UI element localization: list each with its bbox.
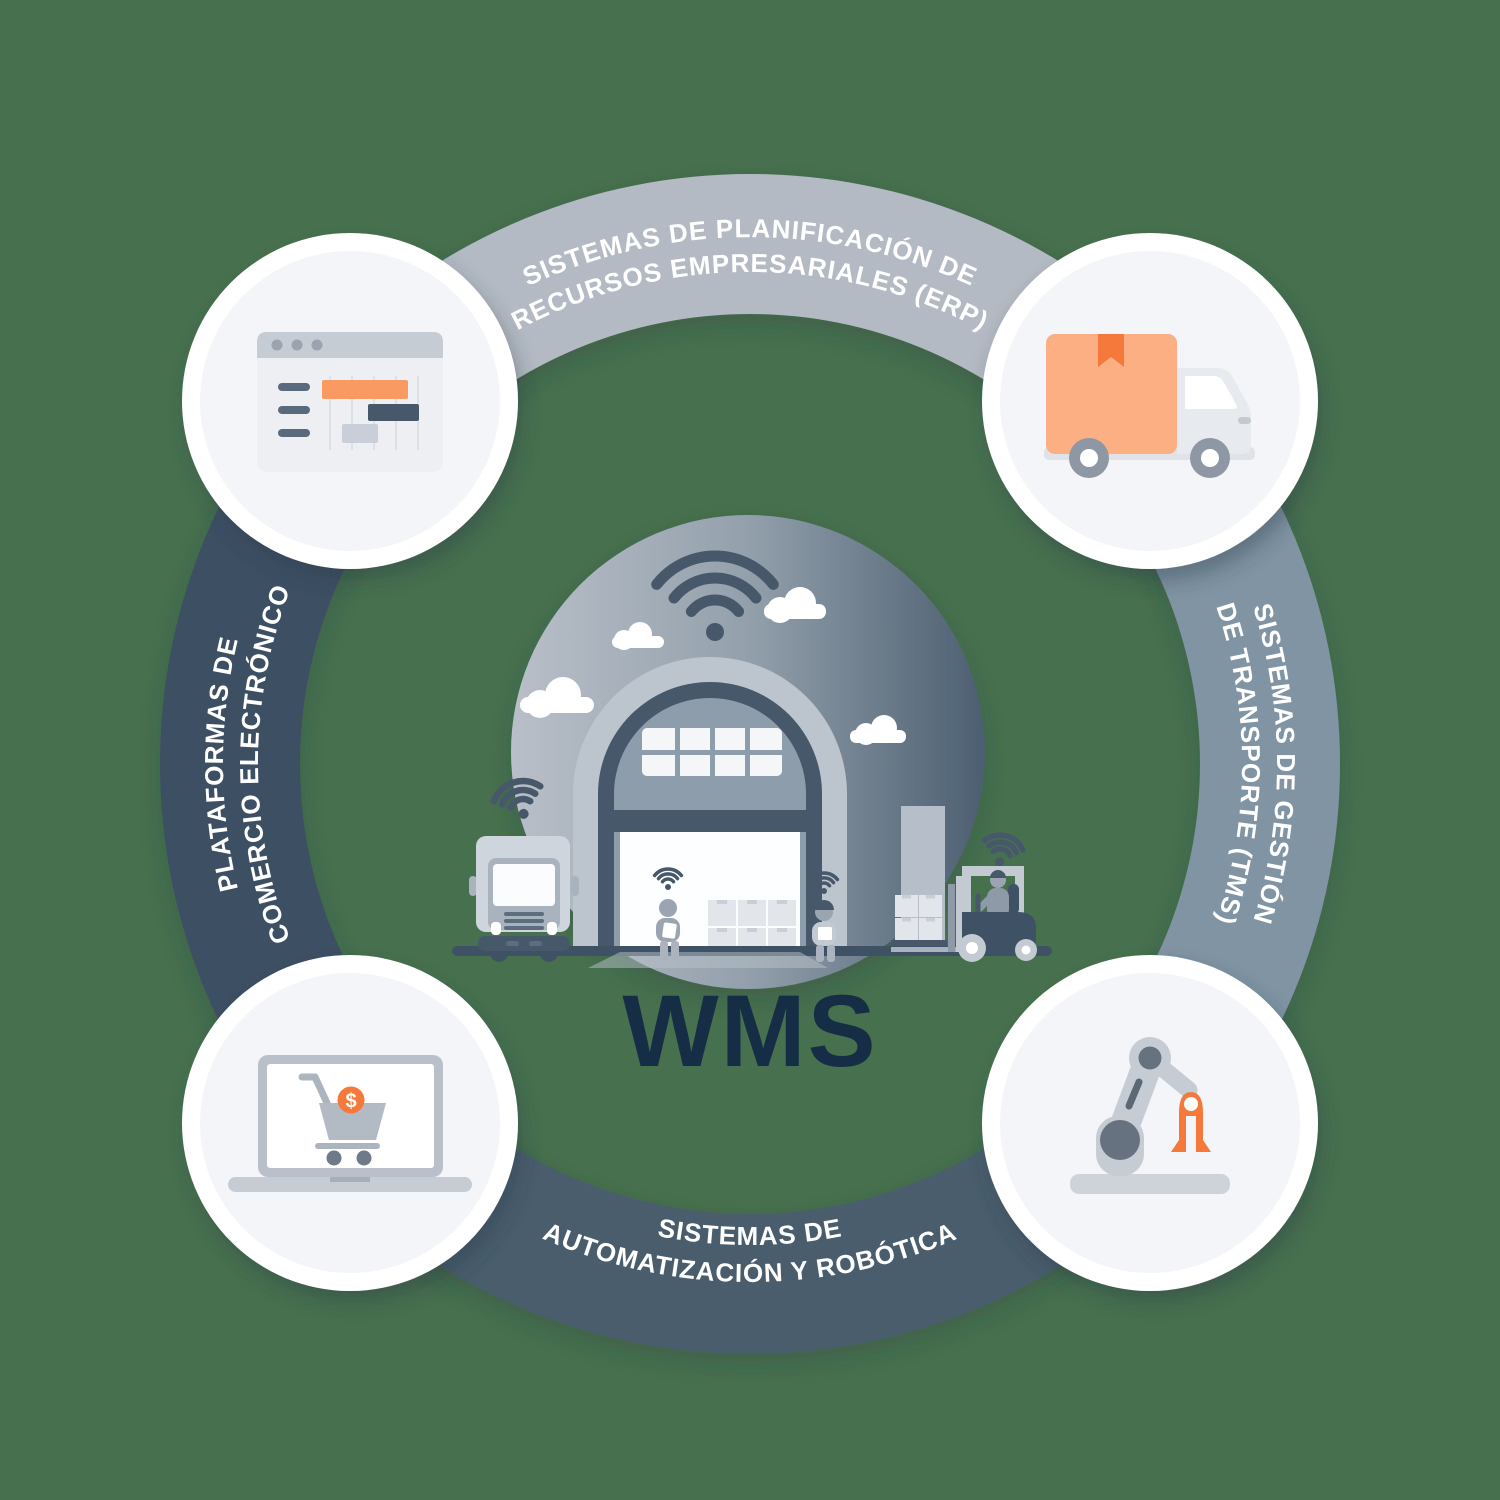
door-shadow — [588, 952, 828, 968]
gantt-browser-icon — [257, 332, 443, 472]
warehouse-window — [642, 728, 782, 776]
warehouse-worker — [808, 871, 840, 962]
ring-segment-ecommerce — [159, 346, 432, 1182]
cloud-icon — [764, 587, 826, 623]
warehouse-worker — [652, 867, 684, 960]
cloud-icon — [850, 715, 906, 745]
ring-segment-tms — [1068, 346, 1341, 1182]
node-automation — [982, 955, 1318, 1291]
warehouse-illustration: WMS — [452, 515, 1052, 1088]
door-header — [608, 810, 812, 832]
wifi-icon — [652, 867, 684, 890]
wifi-icon — [808, 871, 840, 894]
dollar-badge: $ — [337, 1086, 365, 1114]
integration-ring — [159, 173, 1341, 1355]
laptop-shopping-cart-icon: $ — [228, 1055, 472, 1192]
ring-segment-erp — [332, 173, 1168, 446]
node-circle — [1000, 973, 1300, 1273]
ring-segment-automation — [332, 1082, 1168, 1355]
node-ecommerce: $ — [182, 955, 518, 1291]
wifi-icon — [651, 550, 779, 641]
wms-title: WMS — [622, 974, 877, 1088]
pallet-boxes — [895, 895, 942, 940]
cloud-icon — [520, 677, 594, 718]
node-tms — [982, 233, 1318, 569]
node-erp — [182, 233, 518, 569]
cloud-icon — [612, 622, 664, 650]
wifi-icon — [490, 777, 544, 819]
warehouse-truck — [469, 777, 579, 962]
forklift — [891, 832, 1037, 962]
wifi-icon — [981, 832, 1026, 867]
svg-text:$: $ — [345, 1091, 356, 1113]
delivery-truck-icon — [1044, 334, 1255, 478]
shopping-cart-icon — [298, 1073, 386, 1166]
robot-arm-icon — [1070, 1037, 1230, 1194]
